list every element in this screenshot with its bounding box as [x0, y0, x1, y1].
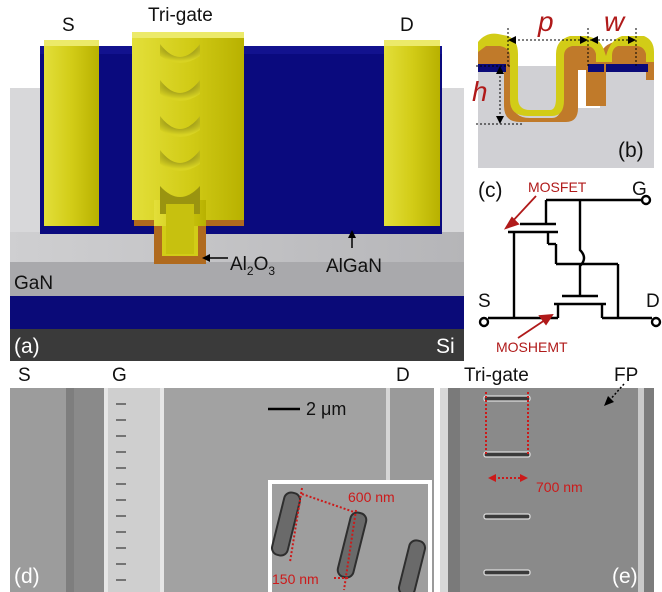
label-drain-c: D: [646, 291, 660, 312]
panel-label-b: (b): [618, 139, 644, 162]
source-contact: [44, 40, 99, 226]
sem-image-e: [440, 383, 654, 592]
circuit-c: [478, 194, 662, 328]
sem-image-d: [10, 388, 434, 592]
label-gate-c: G: [632, 179, 647, 200]
panel-label-e: (e): [612, 565, 638, 588]
dimension-700nm: 700 nm: [536, 479, 583, 495]
label-field-plate: FP: [614, 365, 639, 386]
trigate-contact: [132, 32, 244, 254]
substrate: [10, 88, 464, 361]
al2o3-sub1: 2: [246, 263, 254, 278]
label-al2o3: Al2O3: [230, 255, 275, 277]
al2o3-o: O: [253, 254, 269, 275]
label-algan: AlGaN: [326, 256, 382, 277]
label-source-a: S: [62, 15, 75, 36]
label-si: Si: [436, 335, 455, 358]
scale-bar-label: 2 μm: [306, 399, 347, 419]
label-gan: GaN: [14, 273, 54, 294]
label-height-h: h: [472, 76, 488, 107]
trigate-fins: [160, 44, 200, 254]
dimension-600nm: 600 nm: [348, 489, 395, 505]
label-mosfet: MOSFET: [528, 179, 587, 195]
panel-label-c: (c): [478, 179, 503, 202]
panel-label-a: (a): [14, 335, 40, 358]
circuit-annotation-arrows: [503, 195, 554, 339]
label-pitch-p: p: [538, 6, 554, 37]
label-gate-d: G: [112, 365, 127, 386]
al2o3-al: Al: [230, 254, 247, 275]
drain-contact: [384, 40, 440, 226]
cross-section-b: [476, 28, 654, 168]
al2o3-sub2: 3: [268, 263, 276, 278]
panel-label-d: (d): [14, 565, 40, 588]
label-drain-a: D: [400, 15, 414, 36]
gan-lower: [10, 262, 464, 296]
label-trigate-e: Tri-gate: [464, 365, 529, 386]
label-source-c: S: [478, 291, 491, 312]
dimension-150nm: 150 nm: [272, 571, 319, 587]
label-trigate-a: Tri-gate: [148, 5, 213, 26]
label-source-d: S: [18, 365, 31, 386]
label-moshemt: MOSHEMT: [496, 339, 568, 355]
si-layer: [10, 329, 464, 361]
label-drain-d: D: [396, 365, 410, 386]
label-width-w: w: [604, 6, 625, 37]
navy-strip: [10, 296, 464, 329]
